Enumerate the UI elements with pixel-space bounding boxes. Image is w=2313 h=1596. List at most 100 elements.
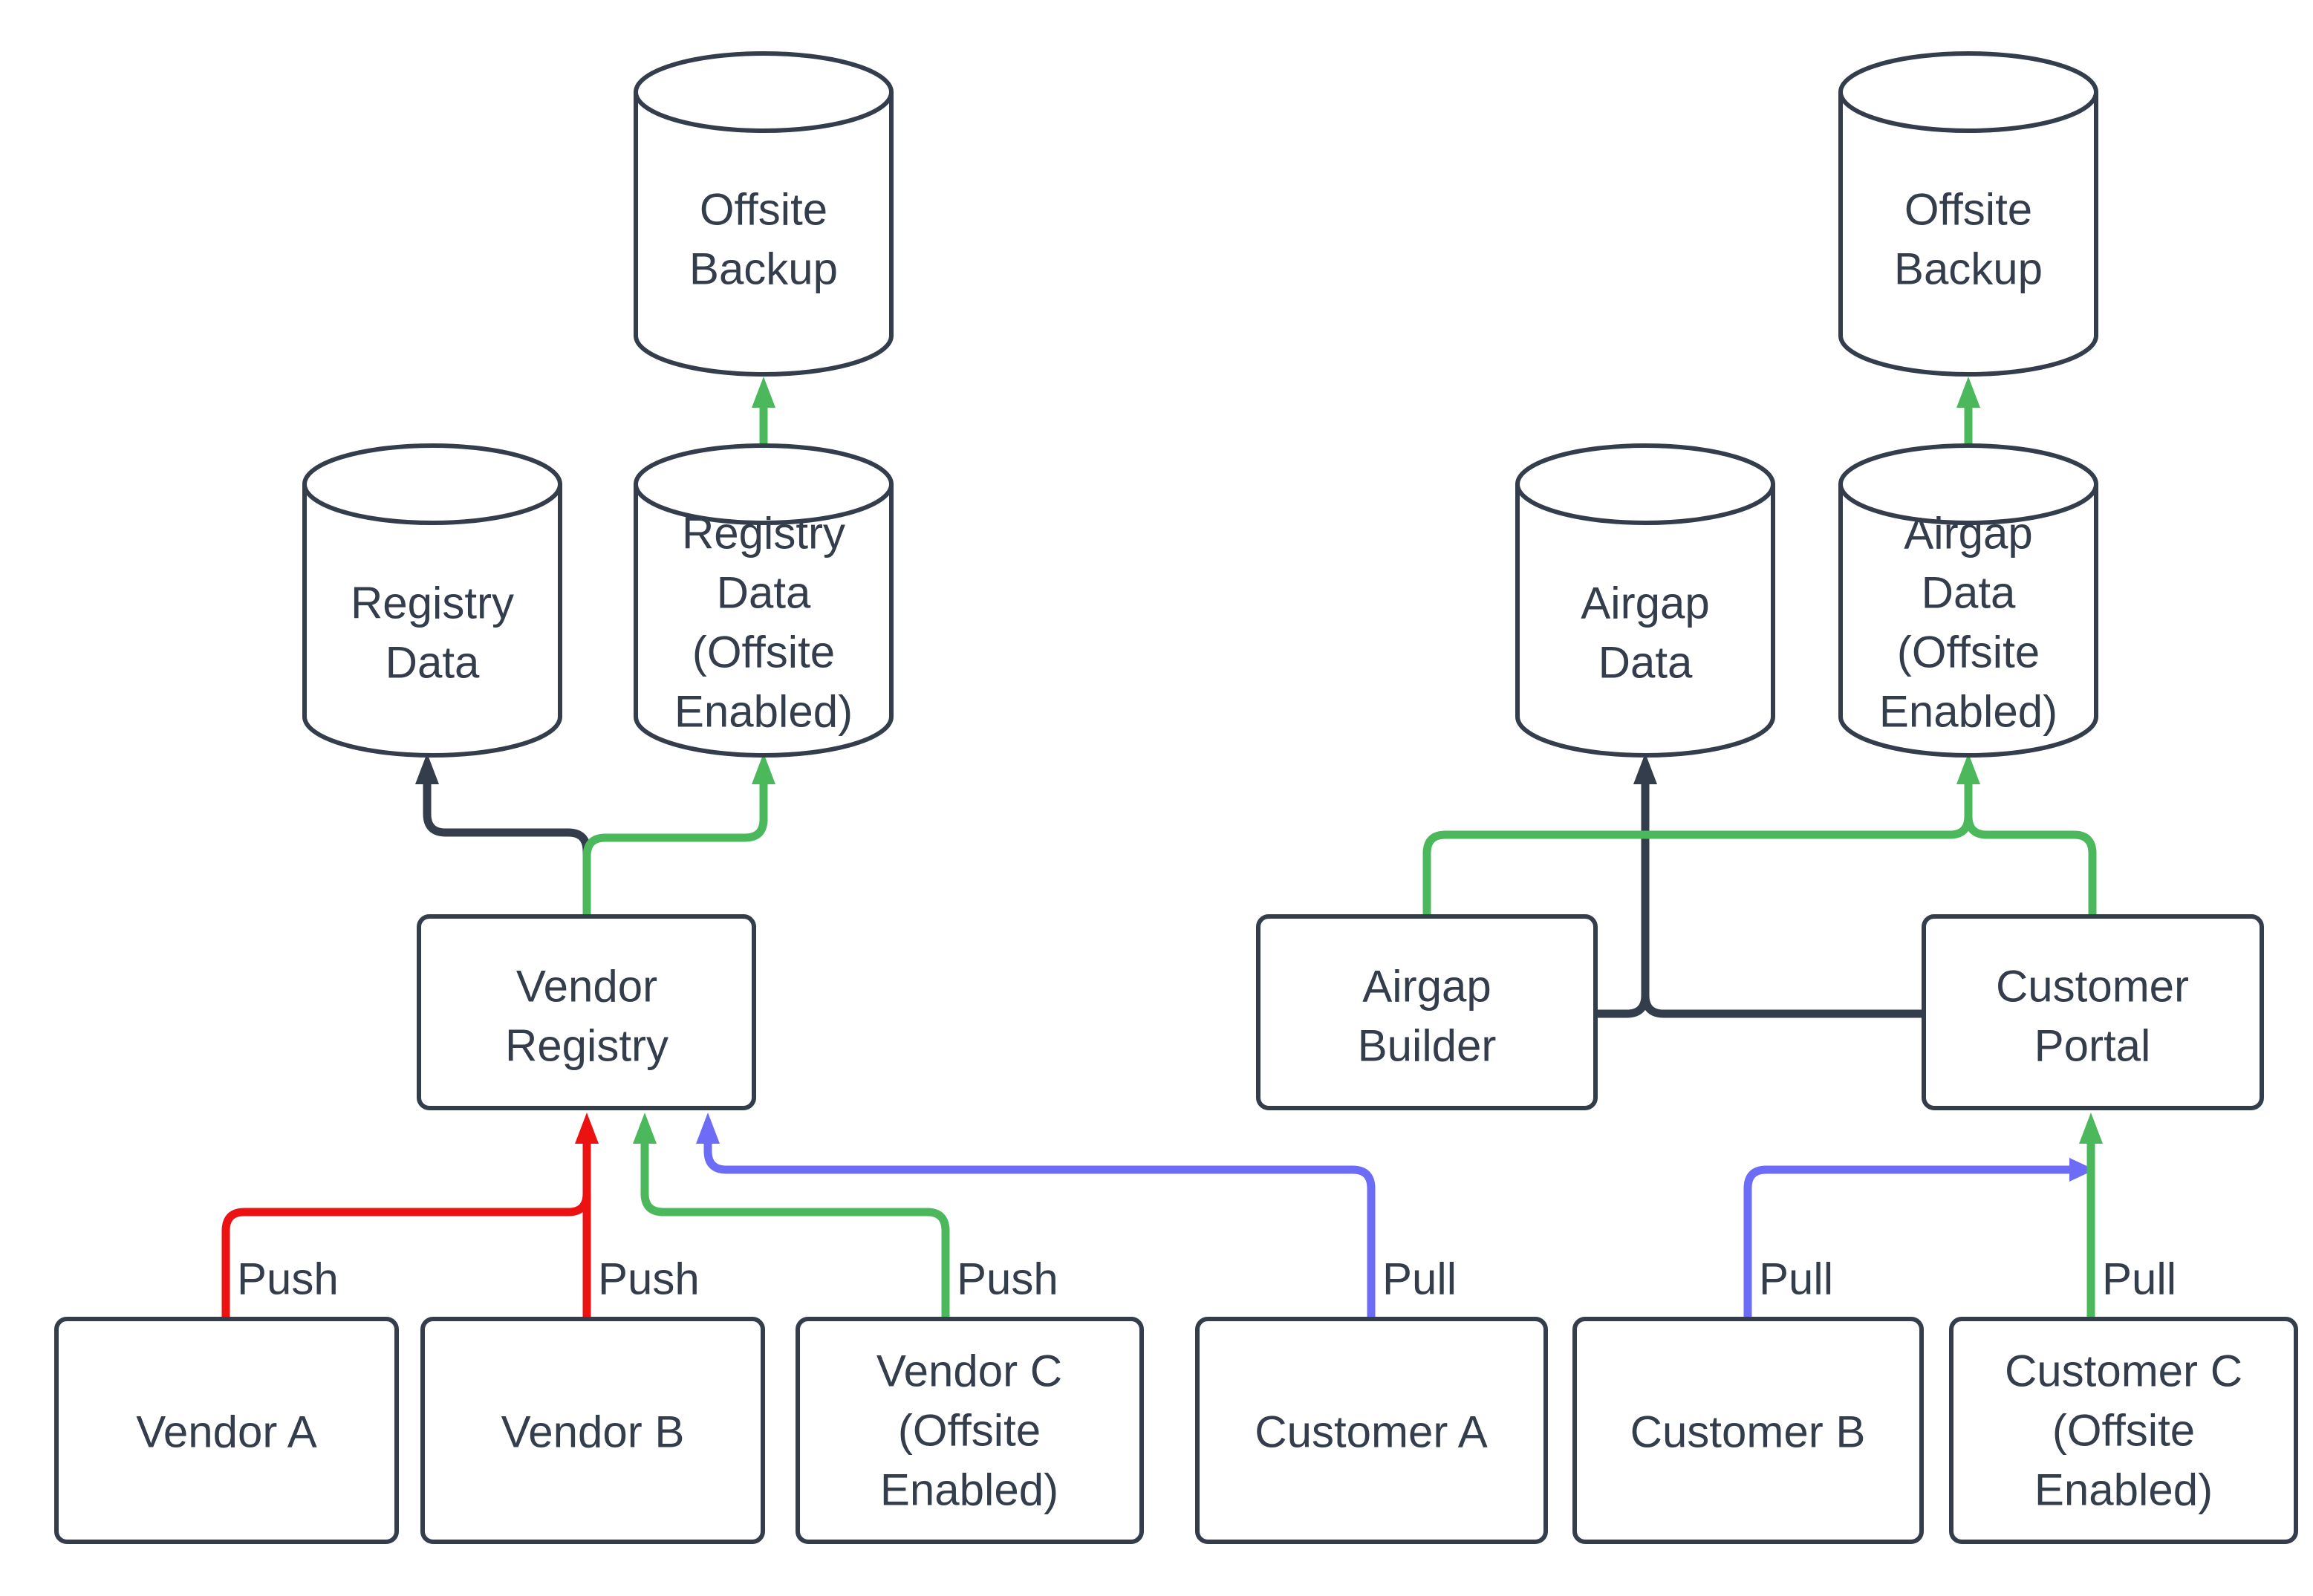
node-label-line: Customer B: [1630, 1407, 1866, 1457]
arrowhead-up: [752, 753, 775, 784]
node-label-line: Enabled): [674, 687, 853, 737]
node-label-line: (Offsite: [2052, 1406, 2195, 1456]
edge-airgap-data-offsite-to-offsite-backup: [1956, 377, 1980, 444]
node-registry-data-offsite: Registry Data (Offsite Enabled): [634, 443, 894, 758]
node-label-line: Airgap: [1362, 962, 1491, 1012]
edge-vendor-a-push-to-vendor-registry: [221, 1144, 591, 1319]
node-airgap-data-offsite: Airgap Data (Offsite Enabled): [1838, 443, 2098, 758]
node-label-line: Registry: [505, 1021, 668, 1071]
edge-customer-portal-to-airgap-data: [1633, 753, 1924, 1018]
edge-label-pull-customer-a: Pull: [1382, 1254, 1457, 1304]
node-vendor-a: Vendor A: [54, 1317, 399, 1544]
edge-customer-a-pull-to-vendor-registry: [696, 1113, 1376, 1319]
edge-line: [1422, 784, 1973, 916]
node-label-line: Backup: [689, 244, 838, 294]
node-box: [417, 914, 756, 1110]
edge-airgap-builder-to-airgap-data: [1595, 784, 1650, 1018]
cylinder-body: [1515, 484, 1775, 758]
cylinder-body: [1838, 92, 2098, 377]
node-vendor-b: Vendor B: [420, 1317, 765, 1544]
cylinder-top: [1838, 443, 2098, 525]
edge-label-pull-customer-b: Pull: [1759, 1254, 1833, 1304]
cylinder-body: [634, 484, 894, 758]
arrowhead-up: [752, 377, 775, 408]
node-label-line: Enabled): [2034, 1465, 2213, 1515]
edge-vendor-b-push-to-vendor-registry: [575, 1113, 599, 1319]
arrowhead-up: [696, 1113, 720, 1144]
node-label-line: Portal: [2034, 1021, 2151, 1071]
arrowhead-up: [415, 753, 439, 784]
edge-label-pull-customer-c: Pull: [2102, 1254, 2176, 1304]
cylinder-top: [1838, 51, 2098, 133]
node-label-line: Offsite: [700, 185, 827, 235]
edge-line: [221, 1144, 591, 1319]
node-airgap-data: Airgap Data: [1515, 443, 1775, 758]
edge-label-push-vendor-b: Push: [598, 1254, 700, 1304]
node-label-line: Registry: [351, 579, 514, 628]
edge-customer-c-pull-to-customer-portal: [2079, 1113, 2103, 1319]
cylinder-top: [1515, 443, 1775, 525]
node-label-line: Data: [386, 638, 480, 688]
node-offsite-backup-right: Offsite Backup: [1838, 51, 2098, 377]
edge-line: [423, 784, 591, 916]
arrowhead-up: [1956, 753, 1980, 784]
node-label-line: Offsite: [1904, 185, 2032, 235]
node-box: [1922, 914, 2264, 1110]
node-box: [1195, 1317, 1548, 1544]
node-label-line: Registry: [682, 509, 845, 558]
node-customer-b: Customer B: [1572, 1317, 1924, 1544]
edge-line: [1595, 784, 1650, 1018]
cylinder-top: [634, 443, 894, 525]
edge-line: [640, 1144, 950, 1319]
node-vendor-registry: Vendor Registry: [417, 914, 756, 1110]
edge-line: [1641, 784, 1924, 1018]
node-offsite-backup-left: Offsite Backup: [634, 51, 894, 377]
node-box: [1949, 1317, 2298, 1544]
node-customer-c: Customer C (Offsite Enabled): [1949, 1317, 2298, 1544]
arrowhead-right: [2069, 1158, 2095, 1182]
edge-line: [1743, 1165, 2069, 1319]
node-vendor-c: Vendor C (Offsite Enabled): [796, 1317, 1144, 1544]
arrowhead-up: [633, 1113, 657, 1144]
node-box: [54, 1317, 399, 1544]
cylinder-body: [302, 484, 562, 758]
node-label-line: Vendor: [516, 962, 657, 1012]
node-label-line: Enabled): [880, 1465, 1058, 1515]
edge-label-push-vendor-a: Push: [237, 1254, 339, 1304]
node-label-line: Data: [717, 568, 811, 618]
edge-vendor-c-push-to-vendor-registry: [633, 1113, 950, 1319]
node-customer-portal: Customer Portal: [1922, 914, 2264, 1110]
node-label-line: Airgap: [1581, 579, 1709, 628]
edge-customer-b-pull-to-customer-portal: [1743, 1158, 2095, 1319]
arrowhead-up: [1633, 753, 1657, 784]
cylinder-top: [634, 51, 894, 133]
node-label-line: Data: [1598, 638, 1693, 688]
node-label-line: Airgap: [1904, 509, 2032, 558]
node-box: [420, 1317, 765, 1544]
cylinder-top: [302, 443, 562, 525]
cylinder-body: [1838, 484, 2098, 758]
edge-customer-portal-to-airgap-data-offsite: [1964, 784, 2097, 916]
arrowhead-up: [575, 1113, 599, 1144]
node-label-line: Vendor C: [876, 1346, 1062, 1396]
edge-line: [1964, 784, 2097, 916]
node-customer-a: Customer A: [1195, 1317, 1548, 1544]
node-label-line: Builder: [1358, 1021, 1497, 1071]
edge-line: [703, 1144, 1376, 1319]
edge-vendor-registry-to-registry-data-offsite: [582, 753, 775, 916]
edge-line: [582, 784, 768, 916]
node-label-line: Backup: [1894, 244, 2043, 294]
node-airgap-builder: Airgap Builder: [1256, 914, 1598, 1110]
node-box: [1256, 914, 1598, 1110]
node-label-line: (Offsite: [692, 628, 835, 677]
cylinder-body: [634, 92, 894, 377]
node-registry-data: Registry Data: [302, 443, 562, 758]
node-box: [796, 1317, 1144, 1544]
node-label-line: Customer: [1996, 962, 2189, 1012]
node-label-line: Vendor A: [136, 1407, 317, 1457]
node-label-line: Customer A: [1255, 1407, 1487, 1457]
node-label-line: (Offsite: [898, 1406, 1041, 1456]
node-label-line: Data: [1922, 568, 2016, 618]
